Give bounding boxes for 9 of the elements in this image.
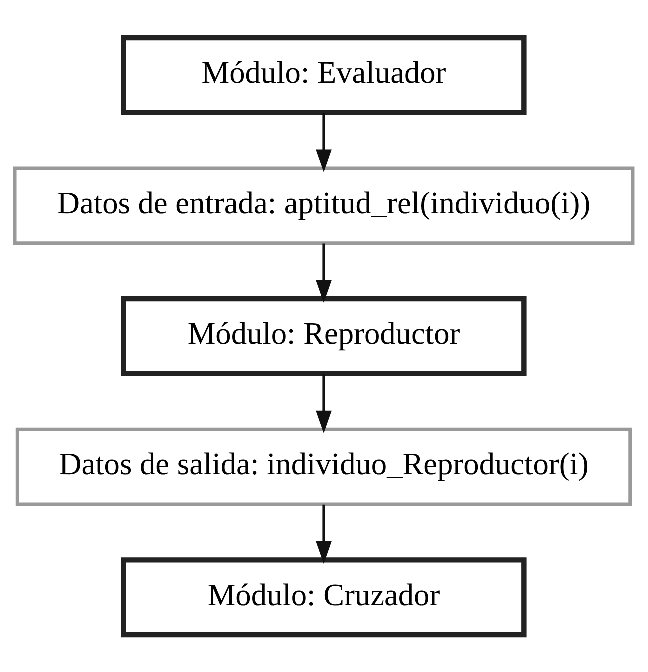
arrow <box>316 504 332 564</box>
arrow <box>316 243 332 302</box>
node-box: Módulo: Evaluador <box>121 34 527 115</box>
arrow <box>316 112 332 172</box>
node-box: Datos de entrada: aptitud_rel(individuo(i)) <box>13 166 635 245</box>
node-box: Módulo: Cruzador <box>121 557 527 638</box>
node-box: Módulo: Reproductor <box>121 296 527 376</box>
node-box: Datos de salida: individuo_Reproductor(i) <box>16 427 632 506</box>
arrow <box>316 374 332 434</box>
